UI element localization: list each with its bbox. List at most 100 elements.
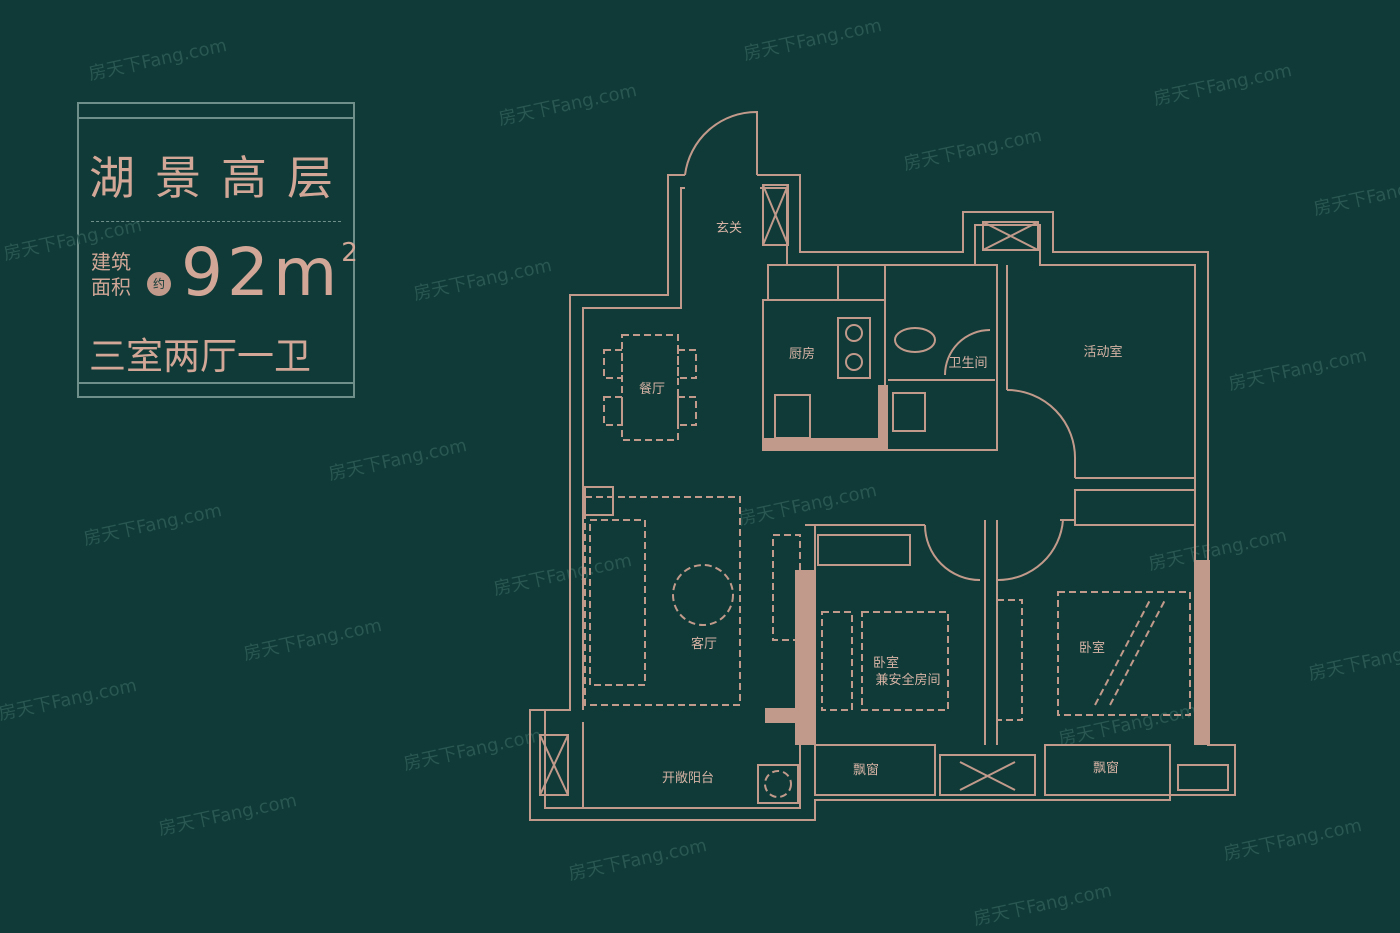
- label-dining: 餐厅: [639, 381, 665, 397]
- watermark: 房天下Fang.com: [412, 255, 554, 305]
- bathroom-door: [944, 329, 991, 376]
- kitchen-walls: [762, 299, 886, 451]
- watermark: 房天下Fang.com: [497, 80, 639, 130]
- watermark: 房天下Fang.com: [1312, 170, 1400, 220]
- label-master-bedroom: 卧室: [1079, 640, 1105, 656]
- plant-icon: [584, 486, 614, 516]
- shoe-cabinet-cross: [762, 184, 789, 246]
- tv-console: [996, 599, 1023, 721]
- watermark: 房天下Fang.com: [1307, 635, 1400, 685]
- wardrobe: [817, 534, 911, 566]
- master-bedroom-door: [997, 519, 1075, 582]
- approx-badge: 约: [147, 272, 171, 296]
- master-wall-fill: [1195, 560, 1210, 745]
- fridge: [774, 394, 811, 439]
- area-label-line1: 建筑: [91, 250, 131, 274]
- bay-window-left: [814, 744, 936, 796]
- watermark: 房天下Fang.com: [2, 215, 144, 265]
- label-living-room: 客厅: [691, 636, 717, 652]
- label-balcony: 开敞阳台: [662, 770, 714, 786]
- burner: [845, 324, 863, 342]
- label-bedroom-safe: 卧室: [873, 655, 899, 671]
- coffee-table: [672, 564, 734, 626]
- watermark: 房天下Fang.com: [567, 835, 709, 885]
- area-value: 92m2: [181, 234, 362, 311]
- washing-machine-icon: [757, 764, 799, 804]
- chair: [677, 396, 697, 426]
- wardrobe: [1074, 489, 1196, 526]
- label-kitchen: 厨房: [789, 346, 815, 362]
- activity-room-walls: [996, 265, 1195, 479]
- shoe-cabinet: [762, 184, 789, 246]
- chair: [603, 349, 623, 379]
- label-bedroom-safe-sub: 兼安全房间: [875, 672, 940, 688]
- bedroom-safe-walls: [805, 520, 998, 745]
- watermark: 房天下Fang.com: [1147, 525, 1289, 575]
- outer-wall: [529, 174, 1236, 821]
- watermark: 房天下Fang.com: [1152, 60, 1294, 110]
- entry-door: [684, 110, 758, 176]
- watermark: 房天下Fang.com: [157, 790, 299, 840]
- ac-unit-cross: [982, 221, 1039, 251]
- watermark: 房天下Fang.com: [402, 725, 544, 775]
- bed: [1057, 591, 1191, 716]
- dashed-divider: [91, 221, 341, 222]
- bed: [861, 611, 949, 711]
- card-divider-bottom: [79, 382, 353, 384]
- kitchen-sink: [767, 264, 839, 301]
- watermark: 房天下Fang.com: [82, 500, 224, 550]
- ac-unit-cross: [959, 761, 1016, 791]
- kitchen-wall-fill: [763, 438, 885, 450]
- unit-info-card: 湖景高层 建筑 面积 约 92m2 三室两厅一卫: [77, 102, 358, 398]
- kitchen-stove: [837, 317, 871, 379]
- watermark: 房天下Fang.com: [1057, 700, 1199, 750]
- tv-console: [772, 534, 801, 641]
- ac-unit: [982, 221, 1039, 251]
- desk: [821, 611, 853, 711]
- toilet-icon: [894, 327, 936, 353]
- watermarks: 房天下Fang.com 房天下Fang.com 房天下Fang.com 房天下Fang…: [0, 15, 1400, 930]
- watermark: 房天下Fang.com: [1222, 815, 1364, 865]
- burner: [845, 353, 863, 371]
- washing-machine-drum: [764, 770, 792, 798]
- watermark: 房天下Fang.com: [492, 550, 634, 600]
- watermark: 房天下Fang.com: [1227, 345, 1369, 395]
- watermark: 房天下Fang.com: [87, 35, 229, 85]
- washbasin-icon: [892, 392, 926, 432]
- dining-table: [621, 334, 679, 441]
- ac-unit: [539, 734, 569, 796]
- ac-unit: [939, 754, 1036, 796]
- ac-unit-cross: [539, 734, 569, 796]
- watermark: 房天下Fang.com: [737, 480, 879, 530]
- bedroom-safe-door: [924, 524, 981, 581]
- bay-window-right: [1044, 744, 1171, 796]
- area-number: 92: [181, 234, 273, 311]
- label-bay-window-left: 飘窗: [853, 762, 879, 778]
- label-bay-window-right: 飘窗: [1093, 760, 1119, 776]
- chair: [677, 349, 697, 379]
- watermark: 房天下Fang.com: [0, 675, 139, 725]
- label-entrance: 玄关: [716, 221, 742, 236]
- watermark: 房天下Fang.com: [902, 125, 1044, 175]
- watermark: 房天下Fang.com: [327, 435, 469, 485]
- sofa: [589, 519, 646, 686]
- area-label: 建筑 面积: [91, 250, 131, 300]
- watermark: 房天下Fang.com: [242, 615, 384, 665]
- label-activity-room: 活动室: [1083, 344, 1122, 360]
- unit-title: 湖景高层: [89, 151, 353, 205]
- chair: [603, 396, 623, 426]
- room-layout: 三室两厅一卫: [89, 335, 311, 378]
- bathroom-wall-fill: [878, 385, 888, 450]
- watermark: 房天下Fang.com: [972, 880, 1114, 930]
- bed-cover: [1094, 599, 1166, 706]
- living-rug: [584, 496, 741, 706]
- activity-room-door: [1006, 389, 1077, 461]
- area-unit-sup: 2: [341, 238, 362, 268]
- balcony-wall-fill: [765, 708, 815, 723]
- area-unit: m: [272, 234, 342, 311]
- card-divider-top: [79, 117, 353, 119]
- watermark: 房天下Fang.com: [742, 15, 884, 65]
- area-label-line2: 面积: [91, 275, 131, 299]
- ac-unit-small: [1177, 764, 1229, 791]
